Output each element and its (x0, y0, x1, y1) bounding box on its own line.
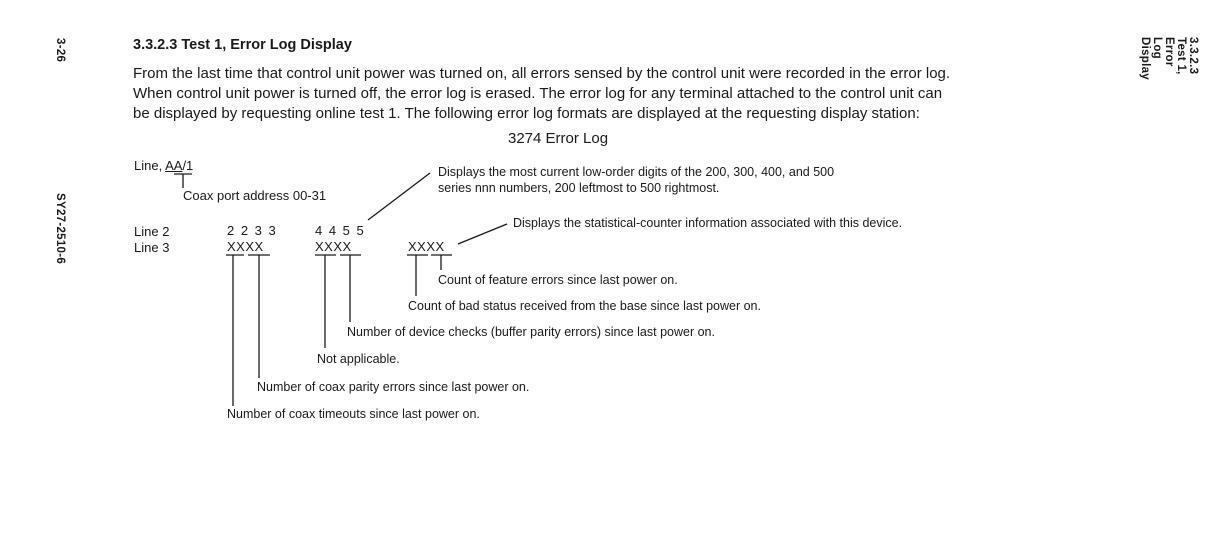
desc-bad-status: Count of bad status received from the ba… (408, 299, 761, 313)
line1-label: Line, AA/1 (134, 158, 193, 173)
line1-address: AA (165, 158, 183, 173)
desc-feature-errors: Count of feature errors since last power… (438, 273, 678, 287)
desc-device-checks: Number of device checks (buffer parity e… (347, 325, 715, 339)
figure-title: 3274 Error Log (508, 130, 609, 147)
series-pointer (367, 172, 431, 221)
line2-label: Line 2 (134, 224, 170, 239)
line1-suffix: /1 (182, 158, 194, 173)
counter-pointer (457, 223, 508, 245)
coax-port-note: Coax port address 00-31 (183, 188, 327, 203)
paragraph-line-1: From the last time that control unit pow… (133, 65, 951, 82)
desc-not-applicable: Not applicable. (317, 352, 400, 366)
series-note-line-1: Displays the most current low-order digi… (438, 165, 835, 179)
line3-group-2: XXXX (315, 239, 352, 254)
counter-note: Displays the statistical-counter informa… (513, 216, 903, 230)
line2-group-2: 4 4 5 5 (315, 223, 366, 238)
line3-group-1: XXXX (227, 239, 264, 254)
paragraph-line-2: When control unit power is turned off, t… (133, 85, 943, 102)
desc-coax-timeouts: Number of coax timeouts since last power… (227, 407, 480, 421)
section-heading: 3.3.2.3 Test 1, Error Log Display (133, 37, 352, 53)
line2-group-1: 2 2 3 3 (227, 223, 278, 238)
series-note-line-2: series nnn numbers, 200 leftmost to 500 … (438, 181, 720, 195)
paragraph-line-3: be displayed by requesting online test 1… (133, 105, 920, 122)
line3-label: Line 3 (134, 240, 170, 255)
desc-coax-parity: Number of coax parity errors since last … (257, 380, 530, 394)
line3-group-3: XXXX (408, 239, 445, 254)
line1-prefix: Line, (134, 158, 166, 173)
